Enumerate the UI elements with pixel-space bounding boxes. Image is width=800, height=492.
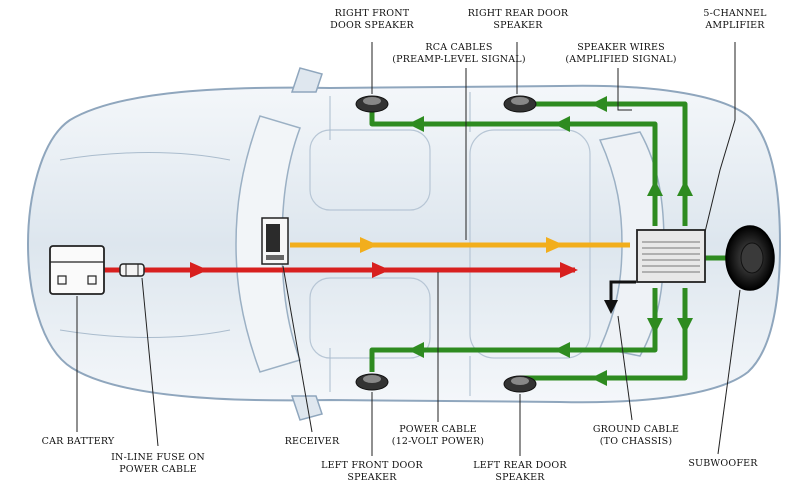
label-line: AMPLIFIER: [705, 20, 765, 31]
right-front-door-speaker: [355, 95, 389, 113]
arrow: [408, 116, 424, 132]
label-line: LEFT FRONT DOOR: [321, 460, 423, 471]
rca-cables: [290, 237, 630, 253]
right-rear-door-speaker: [503, 95, 537, 113]
hood-line-top: [59, 152, 231, 161]
arrow: [647, 180, 663, 196]
label-subwoofer: SUBWOOFER: [678, 458, 768, 470]
receiver-screen: [266, 224, 280, 252]
label-line: RIGHT REAR DOOR: [467, 8, 569, 19]
label-line: RIGHT FRONT: [334, 8, 410, 19]
arrow: [408, 342, 424, 358]
left-mirror: [290, 395, 323, 421]
front-right-seat: [309, 129, 431, 211]
speaker-cone: [511, 97, 529, 105]
leader-inline-fuse: [141, 277, 159, 447]
label-line: (PREAMP-LEVEL SIGNAL): [392, 54, 526, 65]
left-front-door-speaker: [355, 373, 389, 391]
label-ground-cable: GROUND CABLE (TO CHASSIS): [588, 424, 684, 448]
rear-window: [598, 131, 665, 357]
arrow: [360, 237, 378, 253]
label-car-battery: CAR BATTERY: [30, 436, 126, 448]
inline-fuse: [119, 263, 145, 277]
arrow: [560, 262, 578, 278]
subwoofer-dust-cap: [740, 242, 764, 274]
label-left-rear-door-speaker: LEFT REAR DOOR SPEAKER: [466, 460, 574, 484]
label-line: DOOR SPEAKER: [330, 20, 414, 31]
arrow: [677, 318, 693, 334]
speaker-wire-arrows: [408, 96, 693, 386]
speaker-cone: [363, 97, 381, 105]
label-receiver: RECEIVER: [268, 436, 356, 448]
speaker-wire-right-front: [369, 110, 658, 226]
arrow: [647, 318, 663, 334]
arrow: [591, 96, 607, 112]
label-line: GROUND CABLE: [592, 424, 680, 435]
label-line: POWER CABLE: [399, 424, 477, 435]
arrow: [554, 342, 570, 358]
leader-speaker-wires: [617, 68, 632, 111]
amplifier-body: [636, 229, 706, 283]
leader-amplifier: [704, 42, 736, 233]
label-power-cable: POWER CABLE (12-VOLT POWER): [386, 424, 490, 448]
label-line: LEFT REAR DOOR: [473, 460, 567, 471]
label-right-rear-door-speaker: RIGHT REAR DOOR SPEAKER: [466, 8, 570, 32]
ground-cable: [604, 280, 636, 314]
amplifier-fins: [642, 241, 700, 273]
subwoofer: [725, 225, 775, 291]
speaker-cone: [511, 377, 529, 385]
arrow: [190, 262, 208, 278]
arrow: [554, 116, 570, 132]
label-line: SUBWOOFER: [688, 458, 758, 469]
label-speaker-wires: SPEAKER WIRES (AMPLIFIED SIGNAL): [556, 42, 686, 66]
label-5-channel-amplifier: 5-CHANNEL AMPLIFIER: [688, 8, 782, 32]
leader-receiver: [282, 265, 313, 433]
leader-ground-cable: [617, 315, 633, 421]
label-line: SPEAKER: [495, 472, 545, 483]
car-battery: [49, 245, 105, 295]
label-line: RCA CABLES: [425, 42, 493, 53]
arrow: [591, 370, 607, 386]
ground-cable-line: [609, 280, 636, 302]
amplifier: [636, 229, 706, 283]
label-line: (AMPLIFIED SIGNAL): [565, 54, 677, 65]
label-inline-fuse: IN-LINE FUSE ON POWER CABLE: [102, 452, 214, 476]
battery-terminal: [87, 275, 97, 285]
label-line: (TO CHASSIS): [599, 436, 673, 447]
arrow: [546, 237, 564, 253]
leader-subwoofer: [717, 289, 741, 455]
hood-line-bottom: [59, 329, 231, 338]
label-line: IN-LINE FUSE ON: [111, 452, 205, 463]
label-line: POWER CABLE: [119, 464, 197, 475]
arrow: [604, 300, 618, 314]
label-line: (12-VOLT POWER): [391, 436, 485, 447]
battery-terminal: [57, 275, 67, 285]
label-line: CAR BATTERY: [41, 436, 115, 447]
arrow: [677, 180, 693, 196]
leader-lines: [76, 42, 741, 456]
label-line: 5-CHANNEL: [703, 8, 767, 19]
fuse-body: [119, 263, 145, 277]
arrow: [372, 262, 390, 278]
label-line: SPEAKER: [347, 472, 397, 483]
components: [49, 95, 775, 393]
label-line: SPEAKER: [493, 20, 543, 31]
speaker-cone: [363, 375, 381, 383]
right-mirror: [290, 67, 323, 93]
receiver: [261, 217, 289, 265]
label-right-front-door-speaker: RIGHT FRONT DOOR SPEAKER: [320, 8, 424, 32]
label-left-front-door-speaker: LEFT FRONT DOOR SPEAKER: [318, 460, 426, 484]
receiver-buttons: [266, 255, 284, 260]
label-line: SPEAKER WIRES: [577, 42, 665, 53]
battery-body: [49, 245, 105, 295]
label-rca-cables: RCA CABLES (PREAMP-LEVEL SIGNAL): [384, 42, 534, 66]
left-rear-door-speaker: [503, 375, 537, 393]
label-line: RECEIVER: [284, 436, 340, 447]
power-cable: [104, 262, 578, 278]
